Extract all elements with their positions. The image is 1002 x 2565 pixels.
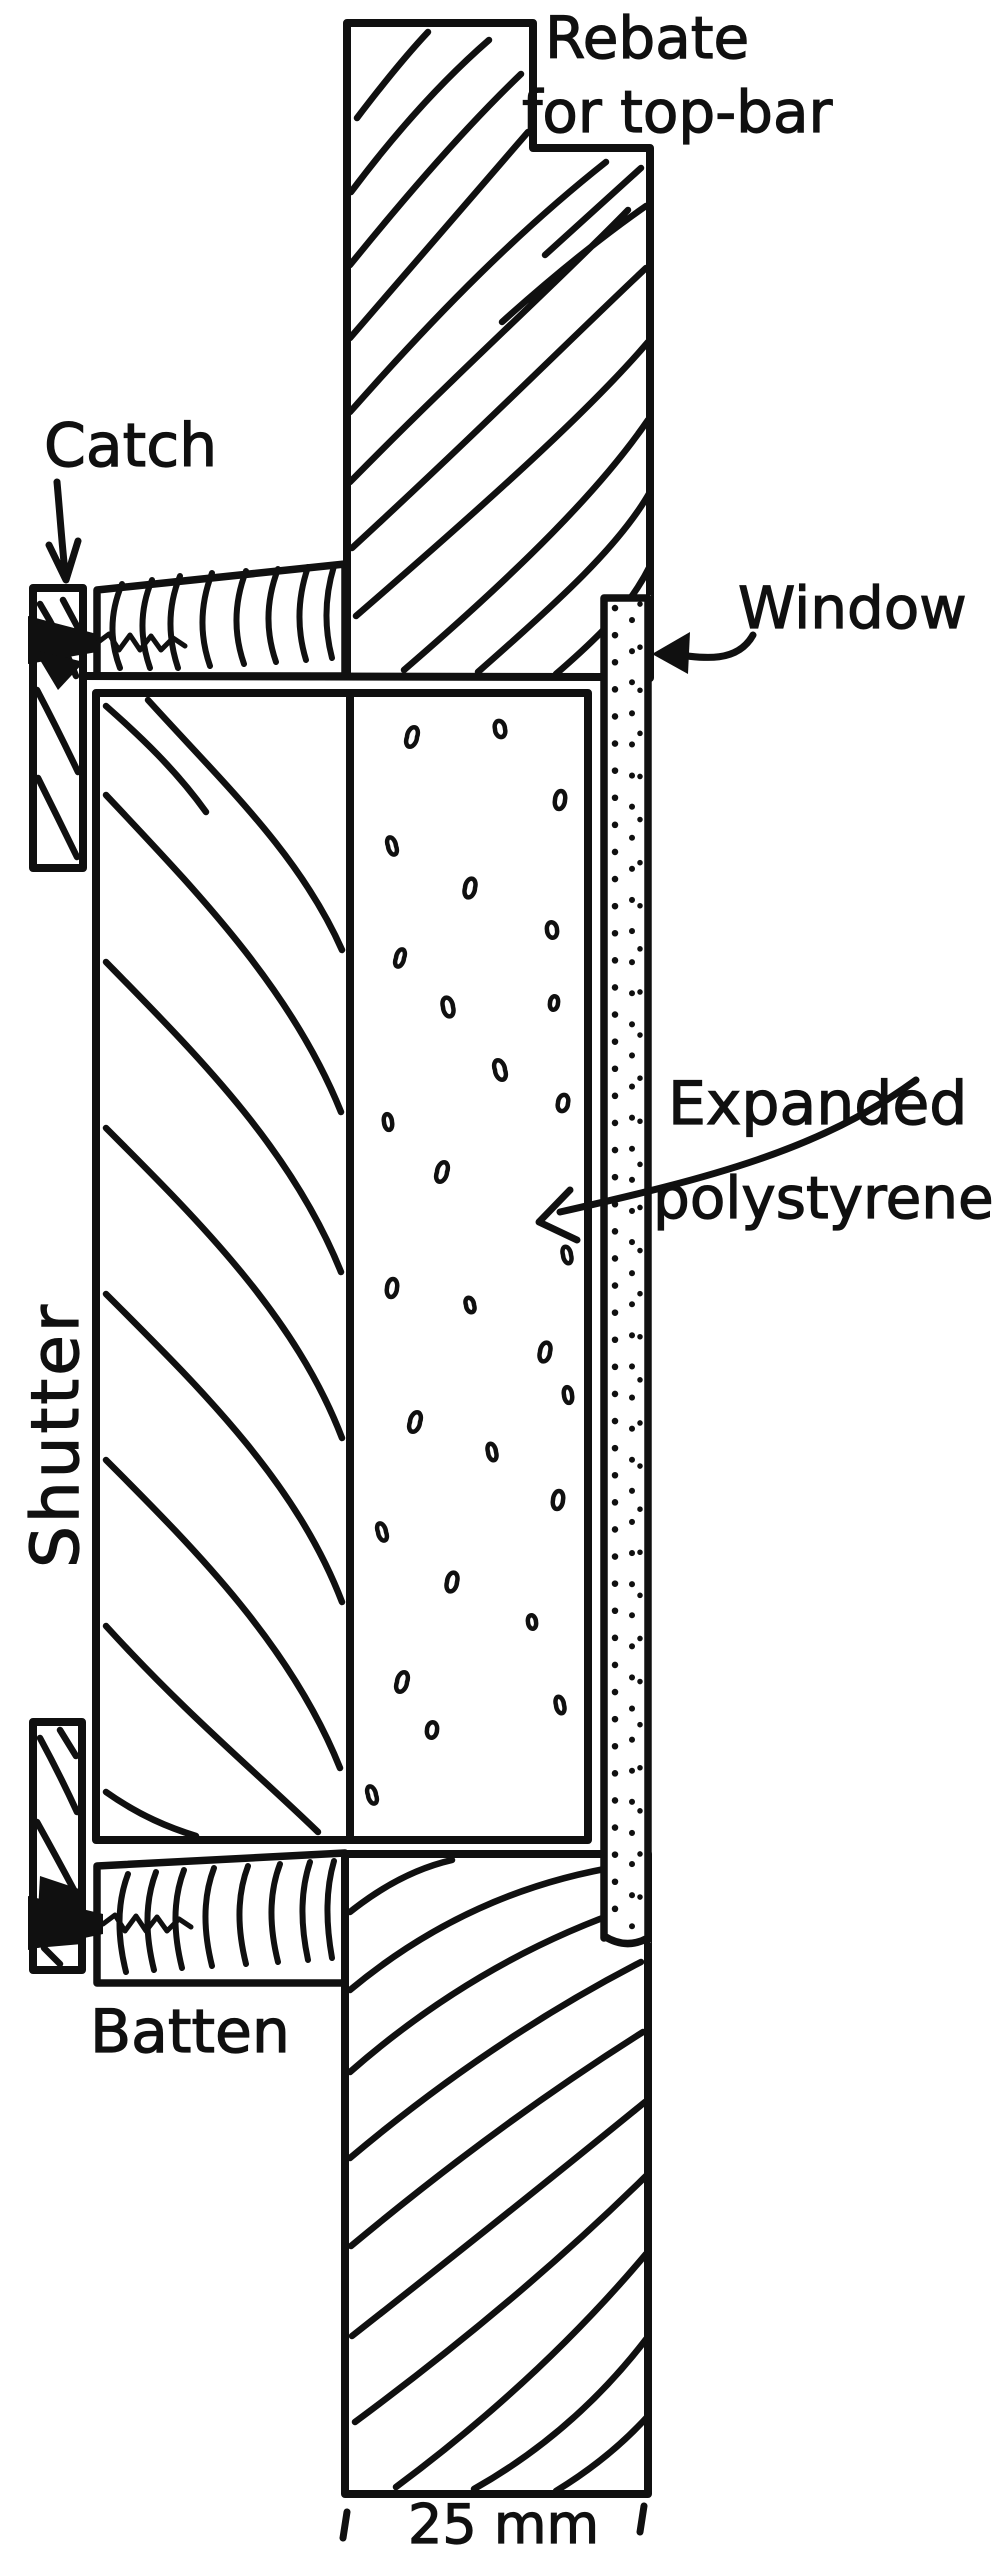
shutter-outline — [92, 689, 592, 1844]
shutter-label: Shutter — [17, 1302, 94, 1568]
window-glass — [600, 594, 652, 1948]
top-batten — [93, 560, 349, 680]
insulation-label-line1: Expanded — [668, 1069, 967, 1139]
bottom-catch-outline — [29, 1718, 86, 1974]
bottom-bar-grain — [346, 1856, 652, 2495]
dimension-ticks — [339, 2502, 648, 2542]
dimension-label: 25 mm — [408, 2493, 599, 2556]
bottom-catch-shadow — [36, 1876, 82, 1948]
bottom-batten-grain — [116, 1858, 337, 1975]
window-glass-fill — [601, 595, 651, 1943]
bottom-bar-outline — [341, 1850, 652, 2498]
window-label: Window — [738, 574, 967, 642]
window-glass-outline — [600, 594, 652, 1948]
annotations — [45, 478, 920, 2542]
top-batten-grain — [109, 563, 337, 671]
shutter-assembly — [92, 689, 592, 1844]
catch-label: Catch — [44, 411, 217, 481]
top-screw-thread-icon — [94, 631, 188, 653]
batten-label: Batten — [90, 1997, 290, 2067]
bottom-bar — [341, 1850, 652, 2498]
bottom-catch — [28, 1718, 194, 1974]
bottom-screw-thread-icon — [100, 1912, 194, 1934]
top-catch-outline — [29, 584, 87, 872]
insulation-label-line2: polystyrene — [653, 1164, 994, 1232]
polystyrene-arrow — [535, 1076, 920, 1244]
catch-arrow — [45, 478, 82, 584]
top-catch — [28, 584, 188, 872]
rebate-label-line1: Rebate — [545, 4, 749, 72]
polystyrene-dots — [364, 718, 575, 1806]
top-screw-head-icon — [28, 616, 97, 664]
rebate-label-line2: for top-bar — [522, 78, 833, 146]
window-arrowhead-icon — [652, 632, 690, 674]
bottom-catch-hatching — [33, 1726, 81, 1968]
top-catch-shadow — [34, 650, 84, 690]
shutter-board-grain — [102, 696, 346, 1840]
